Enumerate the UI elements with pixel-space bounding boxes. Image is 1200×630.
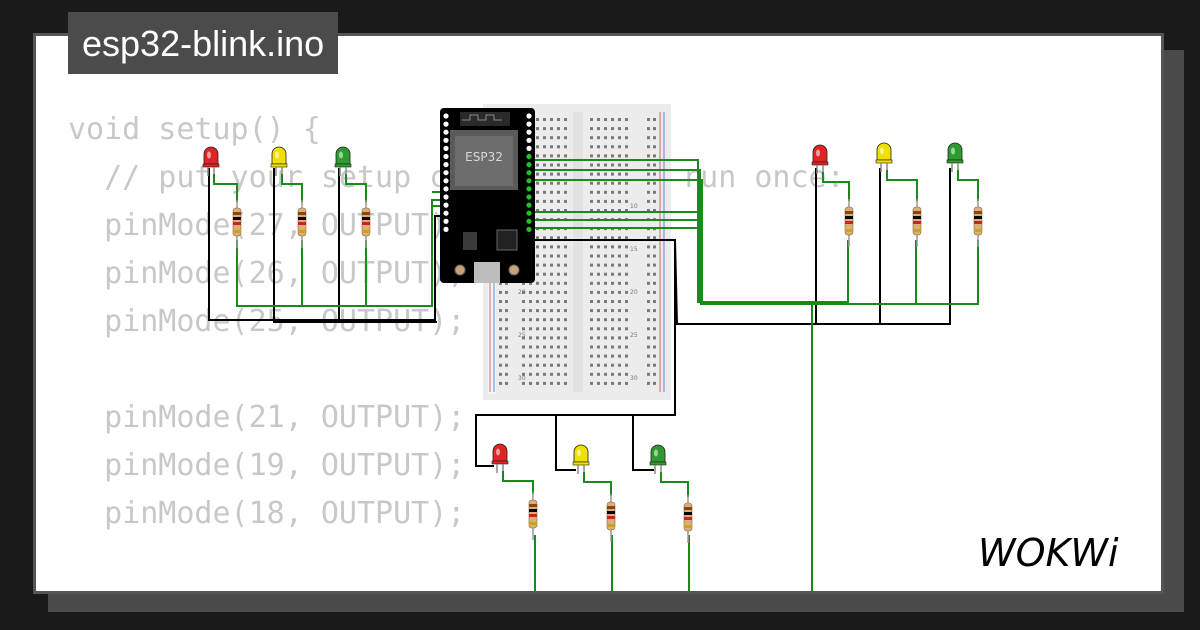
row-label: 30 <box>630 375 638 382</box>
row-label: 20 <box>518 289 526 296</box>
wokwi-logo-text: WOKWi <box>978 531 1119 575</box>
code-line: void setup() { <box>68 112 321 147</box>
code-background: void setup() { // put your setup code he… <box>68 106 845 591</box>
code-line: pinMode(18, OUTPUT); <box>68 496 466 531</box>
wokwi-logo: WOKWi <box>978 531 1119 575</box>
esp32-board[interactable]: ESP32 <box>440 108 535 283</box>
row-label: 25 <box>518 332 526 339</box>
code-line: pinMode(21, OUTPUT); <box>68 400 466 435</box>
row-label: 15 <box>630 246 638 253</box>
code-line: pinMode(19, OUTPUT); <box>68 448 466 483</box>
signal-wires <box>236 159 979 591</box>
esp32-pins <box>443 113 532 232</box>
row-label: 25 <box>630 332 638 339</box>
esp32-chip-label: ESP32 <box>465 150 503 164</box>
row-label: 20 <box>630 289 638 296</box>
row-label: 10 <box>630 203 638 210</box>
row-label: 30 <box>518 375 526 382</box>
ground-wires <box>208 168 951 471</box>
project-title: esp32-blink.ino <box>68 12 339 74</box>
breadboard-row-labels: 30 25 20 30 25 20 15 10 <box>518 203 638 382</box>
led-resistor-group <box>202 142 983 543</box>
